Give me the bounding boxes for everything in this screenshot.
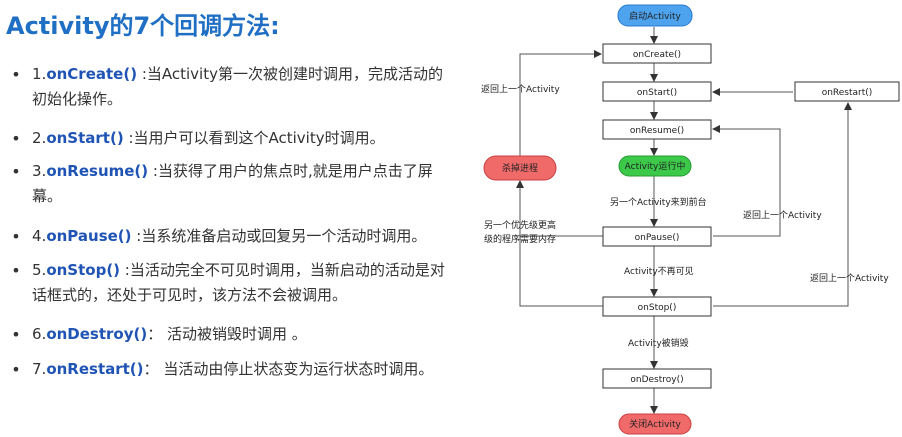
on-pause-label: onPause() xyxy=(635,233,680,243)
start-node-label: 启动Activity xyxy=(629,10,681,22)
label-priority-line2: 级的程序需要内存 xyxy=(484,233,556,245)
list-item: • 1.onCreate() :当Activity第一次被创建时调用，完成活动的… xyxy=(6,62,451,112)
on-pause-node: onPause() xyxy=(602,226,712,247)
running-node xyxy=(618,155,692,177)
method-description: 活动被销毁时调用 。 xyxy=(167,325,307,343)
bullet-icon: • xyxy=(11,325,21,344)
method-number: 5. xyxy=(32,261,47,279)
method-name: onDestroy() xyxy=(46,325,148,343)
list-item: • 2.onStart() :当用户可以看到这个Activity时调用。 xyxy=(6,126,451,151)
method-number: 6. xyxy=(32,325,47,343)
bullet-icon: • xyxy=(11,360,21,379)
method-description: 当获得了用户的焦点时,就是用户点击了屏幕。 xyxy=(32,162,433,205)
list-item: • 7.onRestart()： 当活动由停止状态变为运行状态时调用。 xyxy=(6,357,451,382)
arrow-kill-create xyxy=(519,50,602,156)
method-number: 2. xyxy=(32,129,47,147)
label-destroyed: Activity被销毁 xyxy=(628,337,689,349)
label-back-restart: 返回上一个Activity xyxy=(810,272,889,284)
bullet-icon: • xyxy=(11,227,21,246)
method-name: onCreate() xyxy=(46,65,138,83)
on-destroy-node: onDestroy() xyxy=(602,368,712,389)
method-separator: : xyxy=(131,227,142,245)
label-invisible: Activity不再可见 xyxy=(624,266,694,277)
method-number: 7. xyxy=(32,360,47,378)
label-foreground: 另一个Activity来到前台 xyxy=(610,196,707,208)
method-description: 当活动由停止状态变为运行状态时调用。 xyxy=(163,360,434,378)
method-separator: : xyxy=(148,162,158,180)
on-start-label: onStart() xyxy=(637,88,677,98)
label-priority-line1: 另一个优先级更高 xyxy=(484,219,556,231)
list-item: • 4.onPause() :当系统准备启动或回复另一个活动时调用。 xyxy=(6,224,451,249)
page-title: Activity的7个回调方法: xyxy=(6,12,280,40)
bullet-icon: • xyxy=(11,65,21,84)
on-restart-node: onRestart() xyxy=(794,81,900,102)
on-destroy-label: onDestroy() xyxy=(630,375,683,385)
on-restart-label: onRestart() xyxy=(822,88,873,98)
list-item: • 6.onDestroy()： 活动被销毁时调用 。 xyxy=(6,322,451,347)
bullet-icon: • xyxy=(11,162,21,181)
close-node-label: 关闭Activity xyxy=(629,418,681,430)
method-name: onRestart() xyxy=(46,360,144,378)
running-node-label: Activity运行中 xyxy=(625,160,686,172)
method-description: 当用户可以看到这个Activity时调用。 xyxy=(133,129,385,147)
method-number: 3. xyxy=(32,162,47,180)
method-number: 4. xyxy=(32,227,47,245)
on-resume-node: onResume() xyxy=(602,119,712,140)
start-node xyxy=(617,4,693,27)
label-back-resume: 返回上一个Activity xyxy=(743,209,822,221)
method-separator: : xyxy=(120,261,130,279)
close-node xyxy=(618,413,692,435)
kill-process-label: 杀掉进程 xyxy=(502,162,538,174)
bullet-icon: • xyxy=(11,129,21,148)
method-description: 当活动完全不可见时调用，当新启动的活动是对话框式的，还处于可见时，该方法不会被调… xyxy=(32,261,445,304)
arrow-stop-kill xyxy=(516,180,603,307)
method-name: onResume() xyxy=(46,162,149,180)
list-item: • 3.onResume() :当获得了用户的焦点时,就是用户点击了屏幕。 xyxy=(6,159,451,209)
on-create-label: onCreate() xyxy=(633,50,681,60)
method-separator: : xyxy=(137,65,147,83)
method-name: onPause() xyxy=(46,227,132,245)
bullet-icon: • xyxy=(11,261,21,280)
method-separator: : xyxy=(123,129,134,147)
method-name: onStart() xyxy=(46,129,124,147)
label-back-top: 返回上一个Activity xyxy=(481,83,560,95)
on-resume-label: onResume() xyxy=(630,126,684,136)
method-number: 1. xyxy=(32,65,47,83)
method-description: 当系统准备启动或回复另一个活动时调用。 xyxy=(141,227,427,245)
method-description: 当Activity第一次被创建时调用，完成活动的初始化操作。 xyxy=(32,65,443,108)
on-stop-node: onStop() xyxy=(602,296,712,317)
method-separator: ： xyxy=(143,360,164,378)
method-name: onStop() xyxy=(46,261,121,279)
on-start-node: onStart() xyxy=(602,81,712,102)
arrow-stop-restart xyxy=(713,102,852,307)
on-create-node: onCreate() xyxy=(602,43,712,64)
list-item: • 5.onStop() :当活动完全不可见时调用，当新启动的活动是对话框式的，… xyxy=(6,258,451,308)
arrow-pause-resume xyxy=(712,125,781,237)
method-separator: ： xyxy=(147,325,167,343)
on-stop-label: onStop() xyxy=(638,303,677,313)
kill-process-node xyxy=(483,155,557,181)
